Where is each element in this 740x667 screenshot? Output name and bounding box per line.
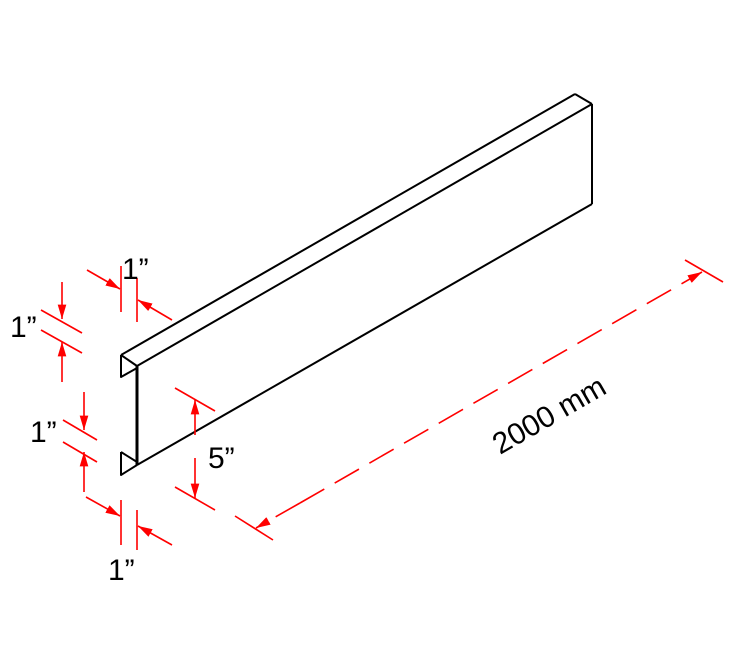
top-flange-label: 1” [122,253,149,286]
dimension-bottom-flange: 1” [85,496,173,587]
dimension-top-lip: 1” [10,282,83,382]
beam-outline [120,93,593,476]
top-lip-label: 1” [10,311,37,344]
dimension-top-flange: 1” [86,253,173,322]
length-label: 2000 mm [487,370,612,461]
dimension-length: 2000 mm [234,259,724,541]
dimension-web-height: 5” [174,387,235,511]
web-height-label: 5” [208,442,235,475]
bottom-flange-label: 1” [108,554,135,587]
bottom-lip-label: 1” [30,416,57,449]
dimension-bottom-lip: 1” [30,392,98,492]
